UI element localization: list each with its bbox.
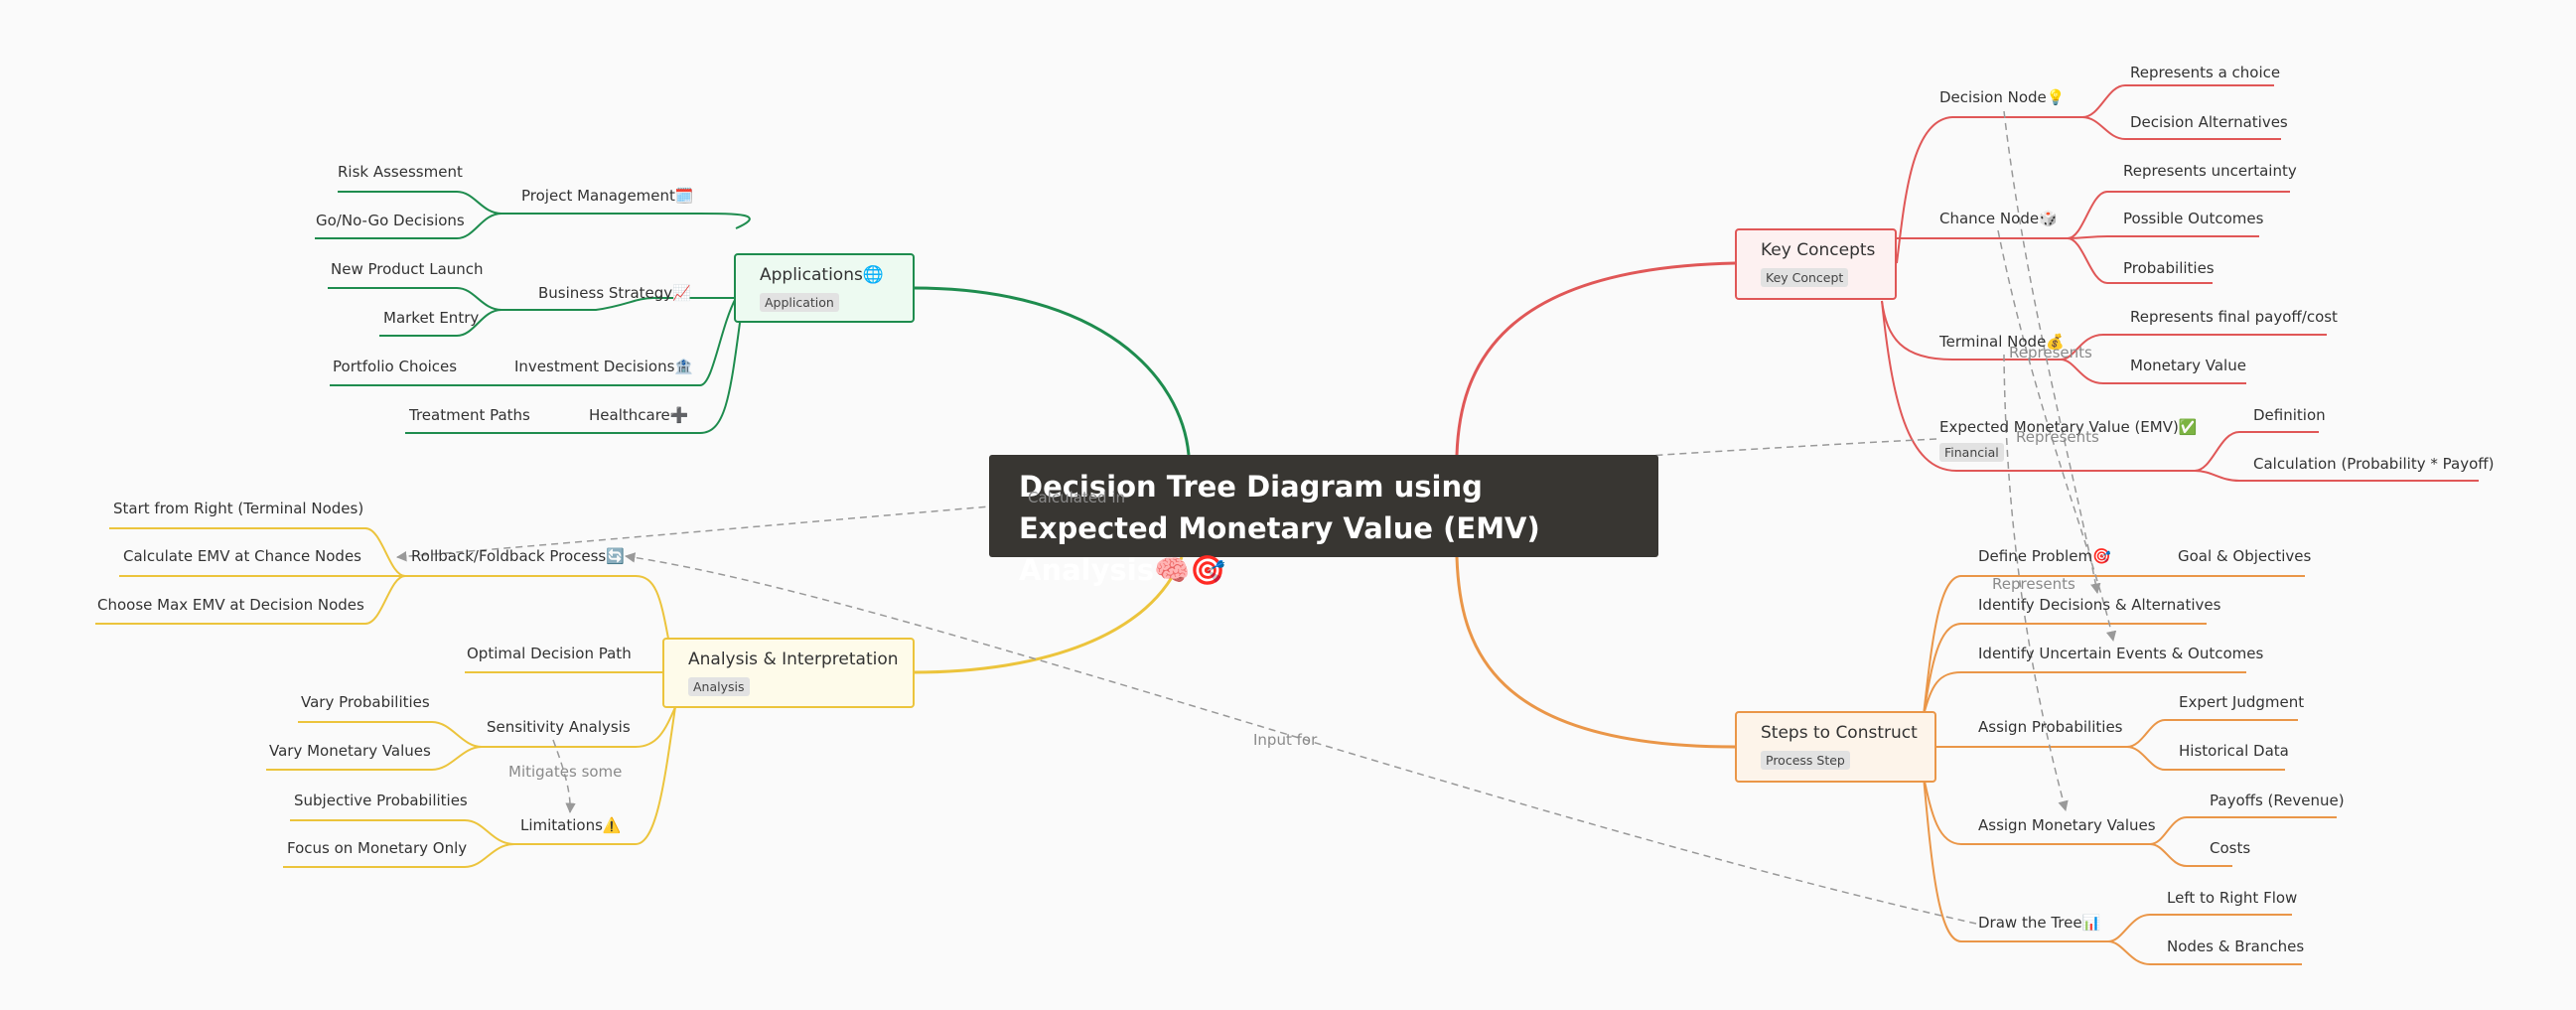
draw-tree-label[interactable]: Draw the Tree📊	[1978, 914, 2101, 932]
terminal-node-child-1[interactable]: Represents final payoff/cost	[2130, 308, 2338, 326]
xlink-input-for	[624, 552, 1977, 925]
rollback-child-3[interactable]: Choose Max EMV at Decision Nodes	[97, 596, 364, 614]
assign-values-label[interactable]: Assign Monetary Values	[1978, 816, 2156, 834]
input-for-label: Input for	[1253, 731, 1318, 749]
decision-node-child-1[interactable]: Represents a choice	[2130, 64, 2281, 81]
applications-tag: Application	[760, 293, 839, 312]
represents-label-3: Represents	[1992, 575, 2075, 593]
xlink-represents-3	[2003, 354, 2069, 812]
terminal-node-child-2[interactable]: Monetary Value	[2130, 357, 2246, 374]
link-terminal-node	[1881, 300, 2061, 361]
emv-label[interactable]: Expected Monetary Value (EMV)✅	[1939, 418, 2198, 436]
assign-probabilities-child-1[interactable]: Expert Judgment	[2179, 693, 2305, 711]
investment-decisions-label[interactable]: Investment Decisions🏦	[514, 358, 694, 375]
chance-node-child-3[interactable]: Probabilities	[2123, 259, 2215, 277]
draw-tree-child-2[interactable]: Nodes & Branches	[2167, 938, 2305, 955]
branch-analysis	[95, 527, 1184, 868]
optimal-path-label[interactable]: Optimal Decision Path	[467, 645, 632, 662]
investment-decisions-child-1[interactable]: Portfolio Choices	[333, 358, 458, 375]
root-node[interactable]: Decision Tree Diagram using Expected Mon…	[989, 455, 1658, 587]
root-title: Decision Tree Diagram using Expected Mon…	[1019, 470, 1540, 587]
key-concepts-label: Key Concepts	[1761, 240, 1876, 260]
project-management-child-2[interactable]: Go/No-Go Decisions	[316, 212, 465, 229]
limitations-child-1[interactable]: Subjective Probabilities	[294, 792, 468, 809]
branch-applications	[315, 191, 1191, 456]
emv-tag: Financial	[1939, 443, 2004, 462]
sensitivity-label[interactable]: Sensitivity Analysis	[487, 718, 631, 736]
mitigates-some-label: Mitigates some	[508, 763, 623, 781]
main-link-steps	[1455, 556, 1736, 749]
rollback-label[interactable]: Rollback/Foldback Process🔄	[411, 547, 625, 565]
business-strategy-child-2[interactable]: Market Entry	[383, 309, 480, 327]
assign-values-child-1[interactable]: Payoffs (Revenue)	[2210, 792, 2345, 809]
emv-child-2[interactable]: Calculation (Probability * Payoff)	[2253, 455, 2495, 473]
steps-tag: Process Step	[1761, 751, 1850, 770]
applications-label: Applications🌐	[760, 265, 885, 285]
define-problem-label[interactable]: Define Problem🎯	[1978, 547, 2111, 565]
analysis-node[interactable]: Analysis & Interpretation Analysis	[662, 638, 915, 708]
sensitivity-child-2[interactable]: Vary Monetary Values	[269, 742, 431, 760]
healthcare-child-1[interactable]: Treatment Paths	[409, 406, 530, 424]
steps-label: Steps to Construct	[1761, 723, 1918, 743]
business-strategy-label[interactable]: Business Strategy📈	[538, 284, 691, 302]
represents-label-1: Represents	[2009, 344, 2092, 361]
main-link-analysis	[913, 556, 1184, 674]
applications-node[interactable]: Applications🌐 Application	[734, 253, 915, 323]
xlink-represents-2	[1997, 229, 2117, 643]
define-problem-child-1[interactable]: Goal & Objectives	[2178, 547, 2312, 565]
key-concepts-node[interactable]: Key Concepts Key Concept	[1735, 228, 1897, 300]
terminal-node-label[interactable]: Terminal Node💰	[1939, 333, 2065, 351]
chance-node-child-2[interactable]: Possible Outcomes	[2123, 210, 2264, 227]
sensitivity-child-1[interactable]: Vary Probabilities	[301, 693, 430, 711]
chance-node-child-1[interactable]: Represents uncertainty	[2123, 162, 2297, 180]
main-link-apps	[913, 286, 1191, 456]
branch-steps	[1455, 556, 2337, 965]
link-emv	[1881, 300, 2195, 472]
analysis-tag: Analysis	[688, 677, 750, 696]
identify-events-label[interactable]: Identify Uncertain Events & Outcomes	[1978, 645, 2264, 662]
rollback-child-2[interactable]: Calculate EMV at Chance Nodes	[123, 547, 361, 565]
represents-label-2: Represents	[2016, 428, 2099, 446]
main-link-key	[1455, 261, 1736, 456]
decision-node-label[interactable]: Decision Node💡	[1939, 88, 2066, 106]
emv-child-1[interactable]: Definition	[2253, 406, 2326, 424]
branch-key-concepts	[1455, 84, 2479, 482]
xlink-represents-1	[2003, 110, 2101, 595]
healthcare-label[interactable]: Healthcare➕	[589, 406, 689, 424]
calculated-in-label: Calculated in	[1028, 489, 1126, 506]
limitations-label[interactable]: Limitations⚠️	[520, 816, 622, 834]
limitations-child-2[interactable]: Focus on Monetary Only	[287, 839, 468, 857]
analysis-label: Analysis & Interpretation	[688, 649, 899, 669]
project-management-child-1[interactable]: Risk Assessment	[338, 163, 463, 181]
identify-decisions-label[interactable]: Identify Decisions & Alternatives	[1978, 596, 2221, 614]
rollback-child-1[interactable]: Start from Right (Terminal Nodes)	[113, 500, 364, 517]
assign-probabilities-child-2[interactable]: Historical Data	[2179, 742, 2289, 760]
steps-node[interactable]: Steps to Construct Process Step	[1735, 711, 1936, 783]
chance-node-label[interactable]: Chance Node🎲	[1939, 210, 2058, 227]
business-strategy-child-1[interactable]: New Product Launch	[331, 260, 484, 278]
decision-node-child-2[interactable]: Decision Alternatives	[2130, 113, 2288, 131]
assign-values-child-2[interactable]: Costs	[2210, 839, 2251, 857]
project-management-label[interactable]: Project Management🗓️	[521, 187, 694, 205]
assign-probabilities-label[interactable]: Assign Probabilities	[1978, 718, 2123, 736]
key-concepts-tag: Key Concept	[1761, 268, 1849, 287]
link-decision-node	[1896, 116, 2082, 264]
draw-tree-child-1[interactable]: Left to Right Flow	[2167, 889, 2298, 907]
